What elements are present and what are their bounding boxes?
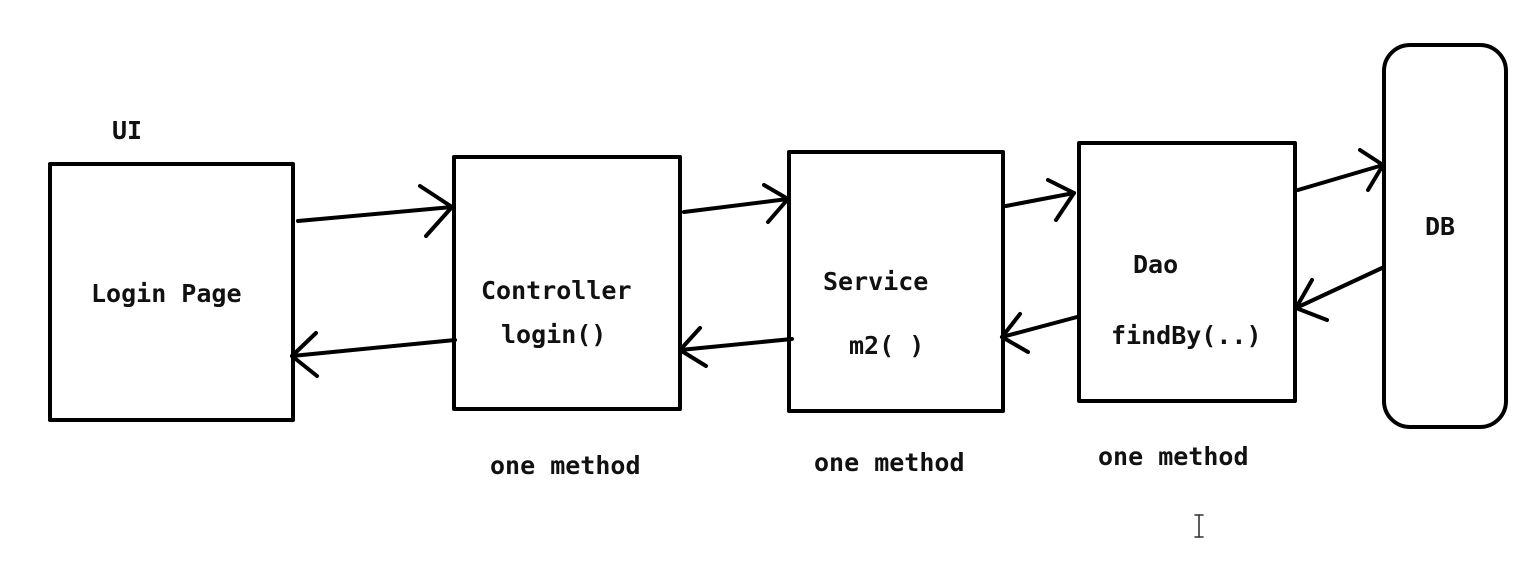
arrow-service-to-controller — [678, 326, 794, 368]
dao-method: findBy(..) — [1111, 321, 1262, 350]
service-method: m2( ) — [849, 331, 925, 360]
dao-note: one method — [1098, 442, 1249, 471]
controller-method: login() — [501, 320, 607, 349]
service-box — [787, 150, 1005, 413]
arrow-controller-to-login — [290, 331, 457, 378]
dao-label: Dao — [1133, 250, 1179, 279]
login-page-box — [48, 162, 295, 422]
arrow-dao-to-service — [1000, 312, 1079, 354]
controller-label: Controller — [481, 276, 632, 305]
db-box — [1382, 43, 1508, 429]
controller-box — [452, 155, 682, 411]
text-cursor-icon — [1194, 514, 1204, 538]
dao-box — [1077, 141, 1297, 403]
controller-note: one method — [490, 451, 641, 480]
arrow-service-to-dao — [1004, 178, 1076, 222]
service-label: Service — [823, 267, 929, 296]
arrow-db-to-dao — [1294, 266, 1384, 322]
service-note: one method — [814, 448, 965, 477]
login-page-label: Login Page — [91, 279, 242, 308]
arrow-dao-to-db — [1296, 148, 1385, 192]
db-label: DB — [1425, 212, 1456, 241]
ui-label: UI — [112, 116, 143, 145]
arrow-controller-to-service — [682, 183, 790, 224]
arrow-login-to-controller — [296, 184, 454, 238]
